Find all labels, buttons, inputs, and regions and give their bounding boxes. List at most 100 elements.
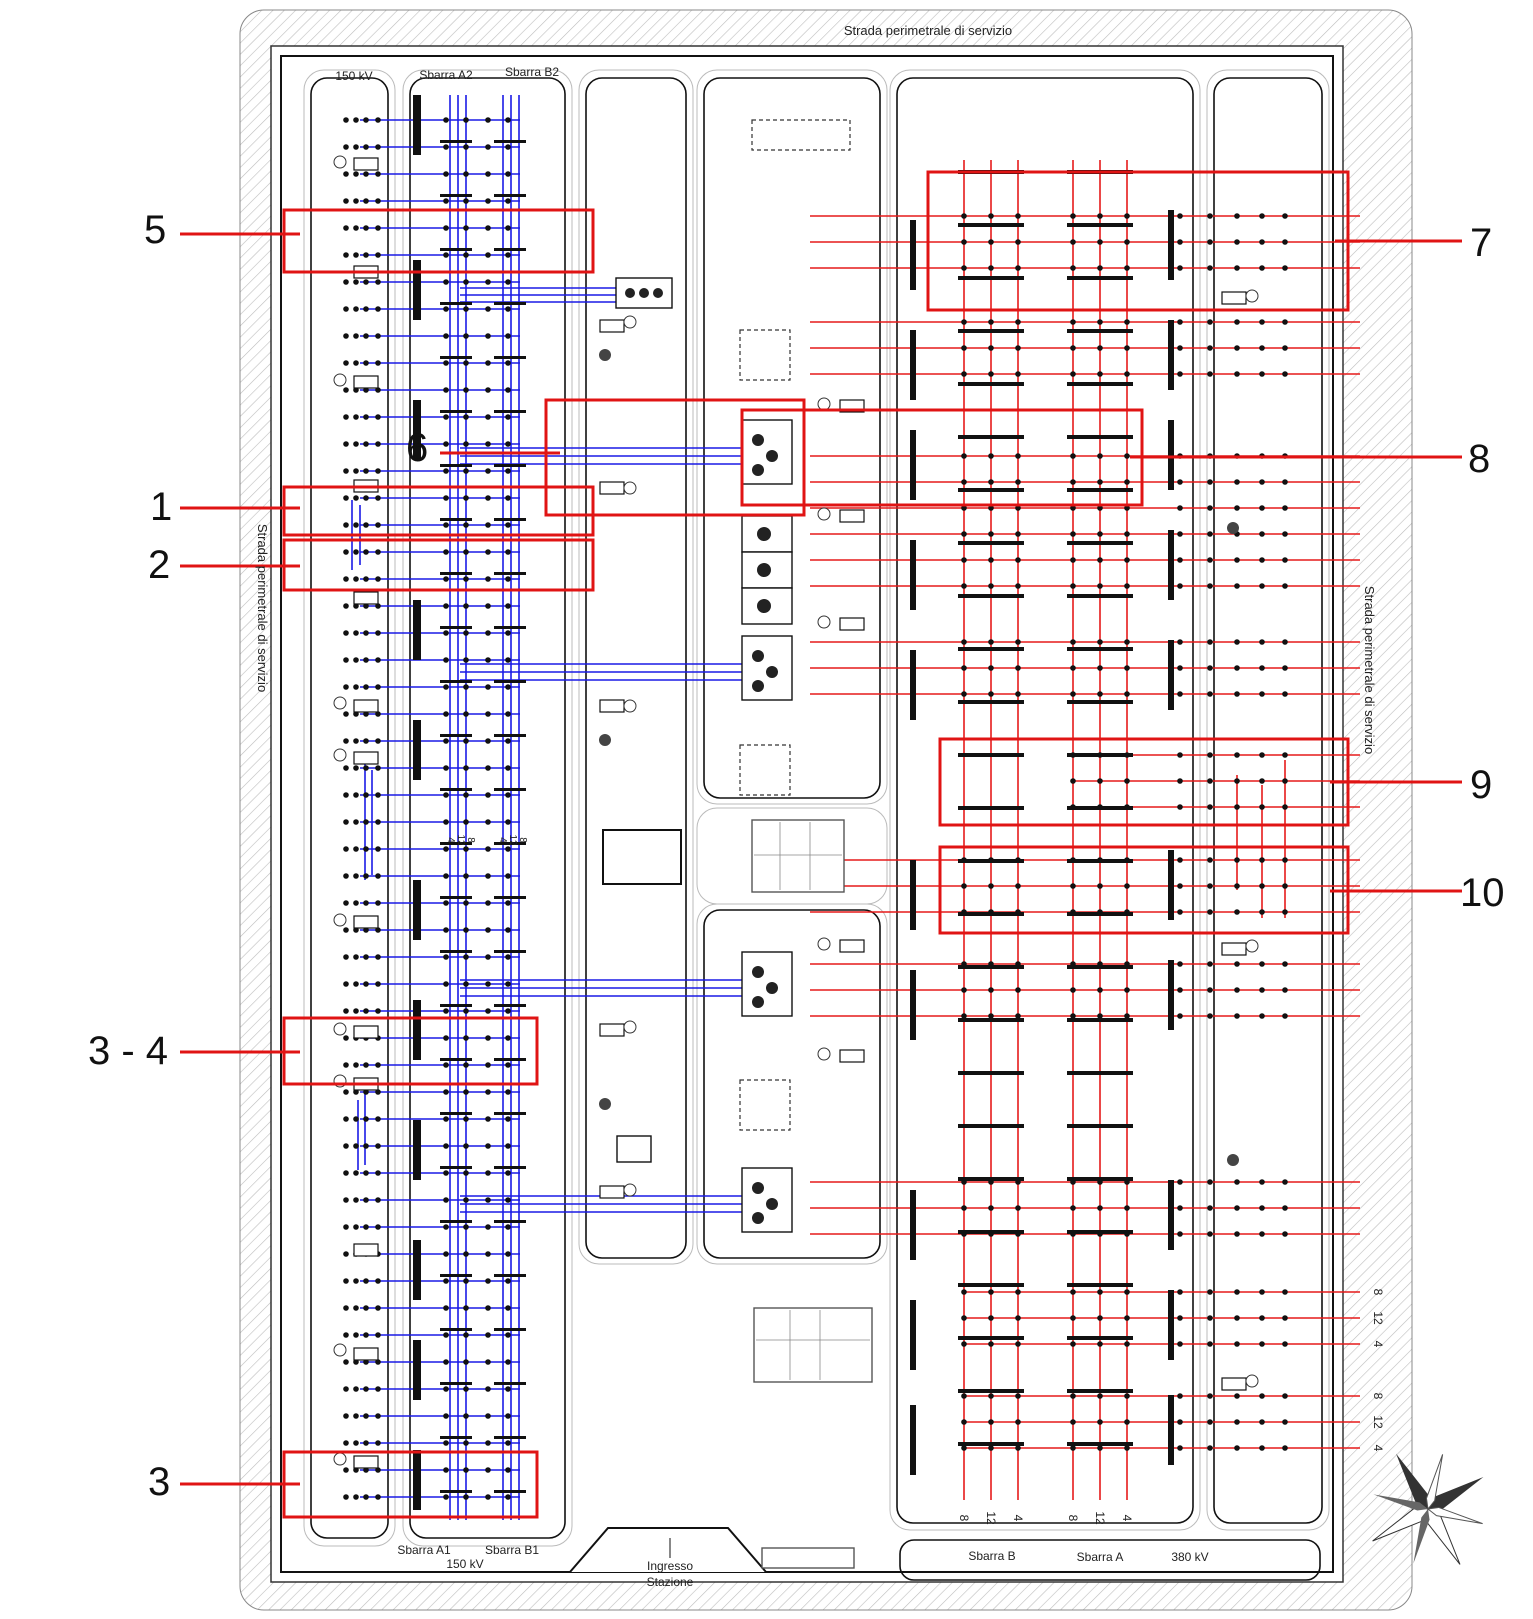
node — [353, 387, 359, 393]
node — [443, 1197, 449, 1203]
callout-label-2: 2 — [148, 543, 170, 587]
isolator-column — [910, 650, 916, 720]
node — [1207, 213, 1213, 219]
node — [1259, 804, 1265, 810]
node — [485, 1440, 491, 1446]
node — [485, 144, 491, 150]
number-marker — [333, 696, 347, 710]
node — [343, 684, 349, 690]
node — [443, 198, 449, 204]
node — [988, 319, 994, 325]
node — [443, 1467, 449, 1473]
bar-segment — [958, 382, 1024, 386]
node — [1070, 371, 1076, 377]
node — [961, 239, 967, 245]
node — [1015, 1205, 1021, 1211]
cabinet — [353, 1025, 379, 1039]
phase-label: 12 — [1371, 1311, 1385, 1325]
buildings — [602, 819, 873, 1569]
node — [961, 1013, 967, 1019]
node — [1177, 857, 1183, 863]
bar-segment — [1067, 594, 1133, 598]
node — [485, 819, 491, 825]
node — [1015, 1341, 1021, 1347]
bar-segment — [440, 1112, 472, 1115]
node — [1070, 1205, 1076, 1211]
node — [375, 1386, 381, 1392]
node — [1259, 265, 1265, 271]
node — [463, 333, 469, 339]
cabinet — [1221, 291, 1247, 305]
isolator-column — [910, 1190, 916, 1260]
node — [485, 198, 491, 204]
node — [443, 819, 449, 825]
node — [443, 1413, 449, 1419]
number-marker — [333, 155, 347, 169]
node — [1282, 479, 1288, 485]
node — [463, 225, 469, 231]
node — [343, 549, 349, 555]
road-label-right: Strada perimetrale di servizio — [1362, 586, 1377, 754]
node — [463, 1224, 469, 1230]
node — [363, 873, 369, 879]
node — [463, 495, 469, 501]
node — [1234, 1445, 1240, 1451]
node — [463, 1332, 469, 1338]
node — [443, 1089, 449, 1095]
node — [1259, 213, 1265, 219]
node — [1207, 857, 1213, 863]
bar-segment — [440, 1382, 472, 1385]
node — [1282, 319, 1288, 325]
bar-segment — [440, 950, 472, 953]
isolator-column — [910, 1405, 916, 1475]
node — [343, 1062, 349, 1068]
bar-segment — [1067, 488, 1133, 492]
node — [485, 1035, 491, 1041]
compass-rose-icon — [1372, 1453, 1484, 1565]
node — [443, 522, 449, 528]
node — [505, 954, 511, 960]
node — [1207, 1289, 1213, 1295]
node — [1234, 1205, 1240, 1211]
number-marker — [623, 1020, 637, 1034]
node — [1234, 665, 1240, 671]
node — [485, 1467, 491, 1473]
label-sbarra-b1: Sbarra B1 — [485, 1543, 539, 1557]
node — [485, 468, 491, 474]
bar-segment — [440, 1004, 472, 1007]
node — [1124, 213, 1130, 219]
node — [1097, 1393, 1103, 1399]
node — [961, 1205, 967, 1211]
node — [443, 1332, 449, 1338]
node — [463, 954, 469, 960]
node — [463, 981, 469, 987]
node — [443, 711, 449, 717]
node — [1177, 531, 1183, 537]
node — [343, 1035, 349, 1041]
node — [343, 1008, 349, 1014]
node — [363, 144, 369, 150]
bar-segment — [1067, 1336, 1133, 1340]
node — [1207, 319, 1213, 325]
node — [375, 819, 381, 825]
node — [463, 360, 469, 366]
node — [1259, 319, 1265, 325]
node — [443, 765, 449, 771]
node — [375, 792, 381, 798]
node — [353, 1224, 359, 1230]
node — [505, 738, 511, 744]
node — [1259, 345, 1265, 351]
disconnector — [413, 1340, 421, 1400]
node — [505, 522, 511, 528]
node — [463, 765, 469, 771]
node — [363, 333, 369, 339]
node — [463, 738, 469, 744]
bar-segment — [494, 356, 526, 359]
isolator-column — [1168, 1395, 1174, 1465]
node — [463, 630, 469, 636]
node — [343, 144, 349, 150]
node — [988, 583, 994, 589]
node — [505, 1143, 511, 1149]
node — [505, 603, 511, 609]
